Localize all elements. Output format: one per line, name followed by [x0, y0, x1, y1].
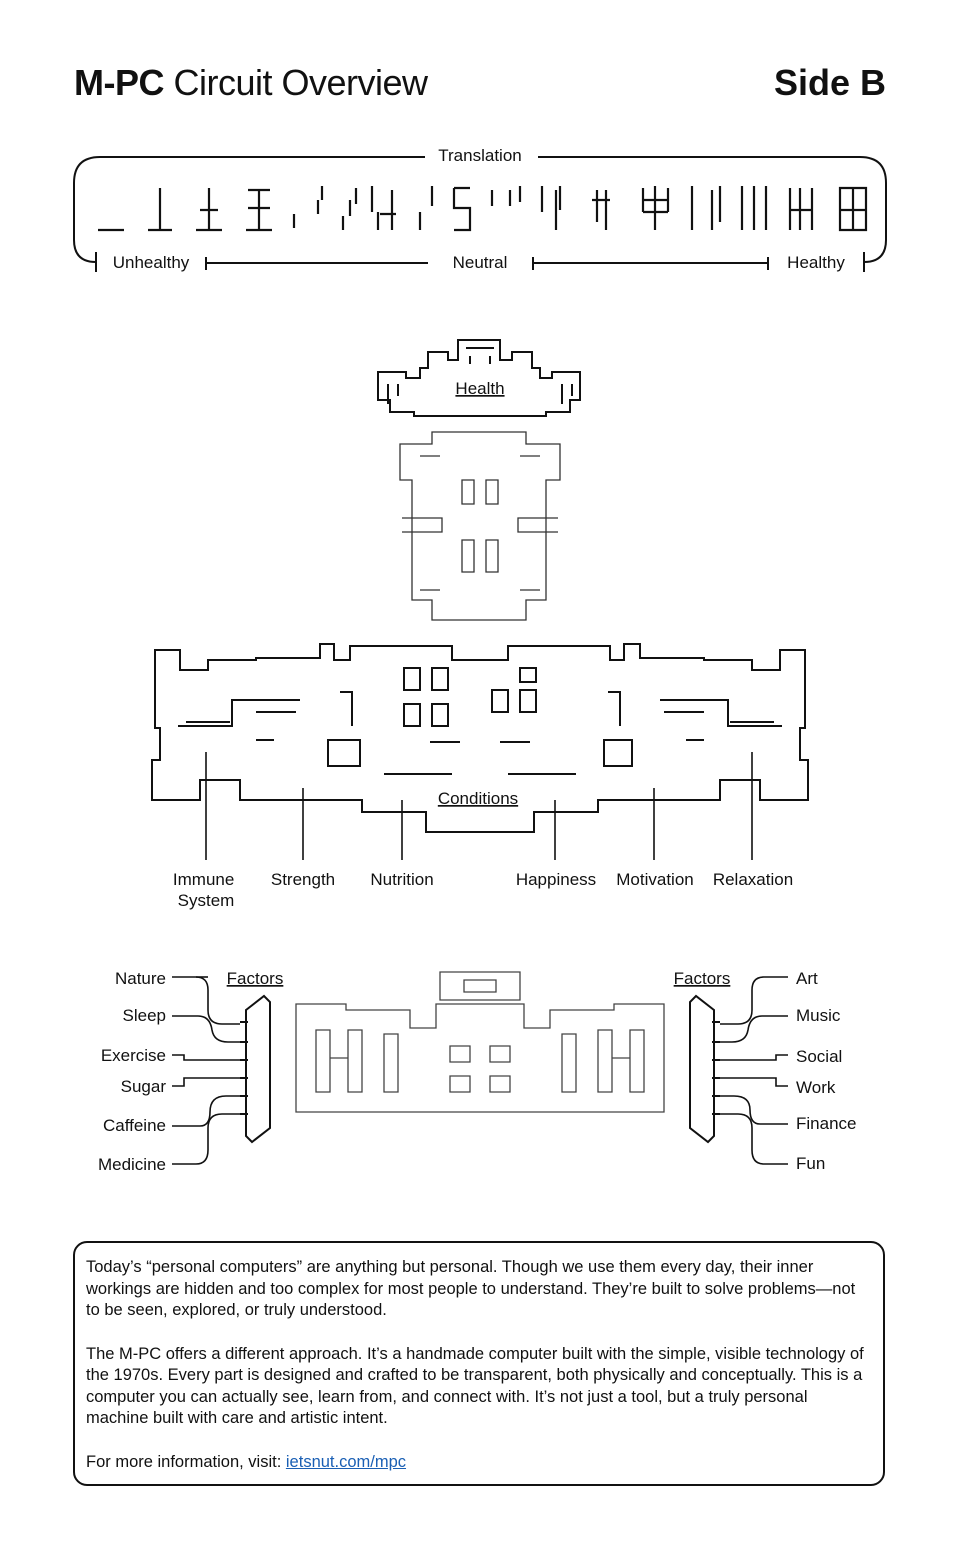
factor-social: Social [796, 1047, 842, 1066]
conditions-module [151, 643, 809, 833]
condition-immune: Immune System [173, 870, 239, 910]
right-factor-leaders [720, 976, 788, 1165]
factor-nature: Nature [115, 969, 166, 988]
condition-motivation: Motivation [616, 870, 693, 889]
translation-title: Translation [438, 146, 521, 165]
factor-art: Art [796, 969, 818, 988]
condition-happiness: Happiness [516, 870, 596, 889]
factor-module-left [240, 994, 271, 1144]
middle-circuit [399, 431, 561, 621]
factors-right-label: Factors [674, 969, 731, 988]
factor-music: Music [796, 1006, 841, 1025]
condition-nutrition: Nutrition [370, 870, 433, 889]
mpc-link[interactable]: ietsnut.com/mpc [285, 1452, 407, 1471]
left-factor-leaders [172, 976, 240, 1165]
factor-sugar: Sugar [121, 1077, 167, 1096]
circuit-diagram: Translation Unhealthy Neutral Healthy He… [73, 146, 887, 1174]
health-module [377, 339, 581, 417]
factor-fun: Fun [796, 1154, 825, 1173]
translation-bracket-right [538, 156, 887, 263]
factor-work: Work [796, 1078, 836, 1097]
translation-bracket-left [73, 156, 425, 263]
factors-left-label: Factors [227, 969, 284, 988]
condition-strength: Strength [271, 870, 335, 889]
info-paragraph-1: Today’s “personal computers” are anythin… [86, 1258, 856, 1319]
side-label: Side B [773, 62, 886, 103]
health-label: Health [455, 379, 504, 398]
scale-healthy: Healthy [787, 253, 845, 272]
condition-relaxation: Relaxation [713, 870, 793, 889]
factor-finance: Finance [796, 1114, 856, 1133]
factor-caffeine: Caffeine [103, 1116, 166, 1135]
factor-sleep: Sleep [123, 1006, 166, 1025]
condition-immune-line2: System [178, 891, 235, 910]
scale-neutral: Neutral [453, 253, 508, 272]
page-title: M-PC Circuit Overview [74, 62, 428, 103]
condition-leaders [205, 752, 753, 860]
info-box: Today’s “personal computers” are anythin… [73, 1241, 885, 1486]
info-paragraph-3: For more information, visit: ietsnut.com… [86, 1452, 407, 1471]
info-paragraph-2: The M-PC offers a different approach. It… [86, 1344, 864, 1428]
conditions-label: Conditions [438, 789, 518, 808]
scale-unhealthy: Unhealthy [113, 253, 190, 272]
central-module [295, 971, 665, 1113]
factor-medicine: Medicine [98, 1155, 166, 1174]
factor-exercise: Exercise [101, 1046, 166, 1065]
factor-module-right [689, 994, 720, 1144]
translation-glyphs [98, 186, 868, 232]
